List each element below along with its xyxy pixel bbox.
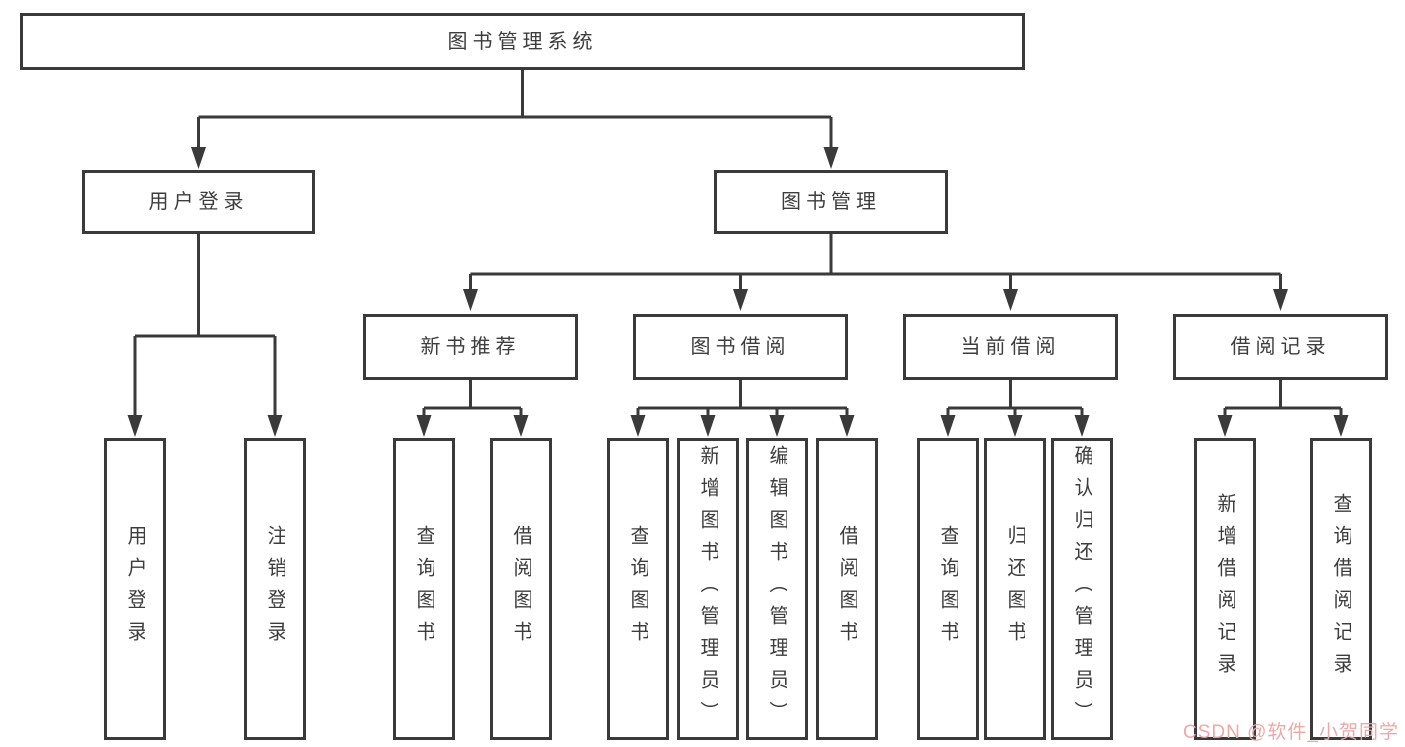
leaf-borrow-book: 借阅图书 (816, 438, 878, 740)
node-new-book-recommend: 新书推荐 (363, 314, 578, 380)
leaf-confirm-return-admin: 确认归还（管理员） (1051, 438, 1113, 740)
connector-borrow-record-to-leaves (1223, 380, 1343, 415)
leaf-recommend-borrow-book-label: 借阅图书 (511, 525, 531, 653)
node-new-book-recommend-label: 新书推荐 (420, 336, 521, 358)
node-user-login-label: 用户登录 (148, 191, 249, 213)
leaf-borrow-query-book-label: 查询图书 (628, 525, 648, 653)
leaf-logout: 注销登录 (244, 438, 306, 740)
leaf-borrow-book-label: 借阅图书 (837, 525, 857, 653)
leaf-edit-book-admin-label: 编辑图书（管理员） (767, 445, 787, 733)
node-current-borrow-label: 当前借阅 (960, 336, 1061, 358)
watermark-text: CSDN @软件_小贺同学 (1183, 722, 1399, 743)
connector-book-borrow-to-leaves (636, 380, 849, 415)
leaf-query-borrow-record: 查询借阅记录 (1310, 438, 1372, 740)
leaf-query-borrow-record-label: 查询借阅记录 (1331, 493, 1351, 685)
leaf-return-book: 归还图书 (984, 438, 1046, 740)
node-book-borrow: 图书借阅 (633, 314, 848, 380)
node-book-management: 图书管理 (714, 170, 948, 234)
node-borrow-records-label: 借阅记录 (1230, 336, 1331, 358)
node-current-borrow: 当前借阅 (903, 314, 1118, 380)
leaf-current-query-book-label: 查询图书 (938, 525, 958, 653)
leaf-user-login: 用户登录 (104, 438, 166, 740)
leaf-recommend-query-book-label: 查询图书 (414, 525, 434, 653)
connector-new-book-to-leaves (422, 380, 523, 415)
connector-current-borrow-to-leaves (946, 380, 1084, 415)
leaf-logout-label: 注销登录 (265, 525, 285, 653)
leaf-recommend-query-book: 查询图书 (393, 438, 455, 740)
leaf-edit-book-admin: 编辑图书（管理员） (746, 438, 808, 740)
leaf-add-borrow-record-label: 新增借阅记录 (1215, 493, 1235, 685)
leaf-confirm-return-admin-label: 确认归还（管理员） (1072, 445, 1092, 733)
leaf-borrow-query-book: 查询图书 (607, 438, 669, 740)
node-borrow-records: 借阅记录 (1173, 314, 1388, 380)
connector-user-login-to-leaves (133, 234, 277, 415)
leaf-recommend-borrow-book: 借阅图书 (490, 438, 552, 740)
leaf-add-book-admin: 新增图书（管理员） (677, 438, 739, 740)
connector-book-mgmt-to-groups (469, 234, 1282, 289)
node-book-management-label: 图书管理 (781, 191, 881, 213)
leaf-user-login-label: 用户登录 (125, 525, 145, 653)
node-user-login: 用户登录 (82, 170, 315, 234)
leaf-add-borrow-record: 新增借阅记录 (1194, 438, 1256, 740)
leaf-current-query-book: 查询图书 (917, 438, 979, 740)
node-book-borrow-label: 图书借阅 (690, 336, 791, 358)
leaf-return-book-label: 归还图书 (1005, 525, 1025, 653)
node-root-label: 图书管理系统 (447, 30, 598, 53)
node-root: 图书管理系统 (20, 13, 1025, 70)
leaf-add-book-admin-label: 新增图书（管理员） (698, 445, 718, 733)
connector-root-to-branches (197, 70, 833, 147)
